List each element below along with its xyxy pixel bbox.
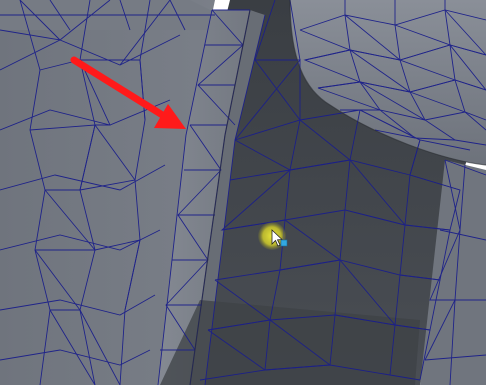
- bottom-slab-surface: [160, 300, 420, 385]
- mesh-silhouette: [189, 0, 486, 385]
- right-wall-surface: [420, 160, 486, 385]
- rib-surface: [158, 10, 250, 385]
- dome-surface: [290, 0, 486, 165]
- rib-side-surface: [190, 10, 265, 385]
